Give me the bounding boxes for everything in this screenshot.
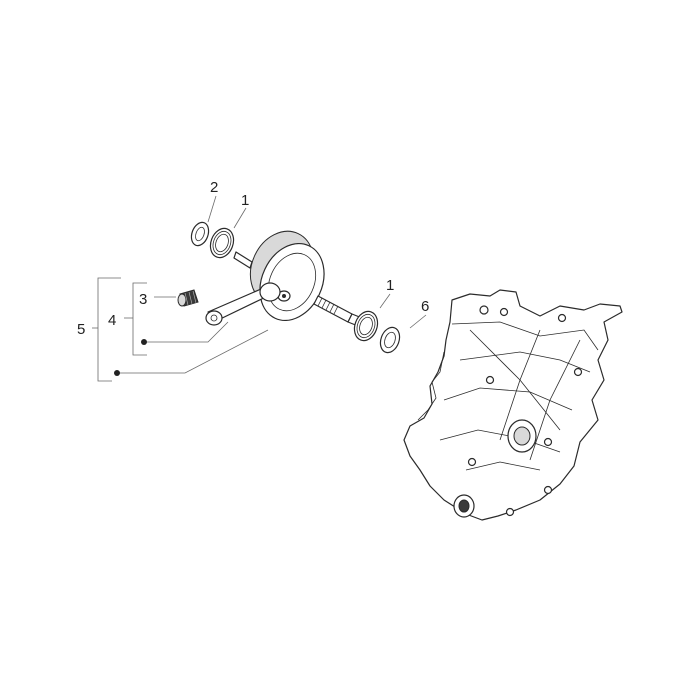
callout-2: 2 [210,179,218,196]
dot-marker-5 [114,370,120,376]
dot-marker-4 [141,339,147,345]
bearing-top [209,227,235,259]
callout-3: 3 [139,291,147,308]
callout-4: 4 [108,312,116,329]
callout-6: 6 [421,298,429,315]
needle-bearing [177,289,199,307]
callout-1-top: 1 [241,192,249,209]
oil-seal-top [190,221,210,247]
crankcase-housing [403,289,623,521]
crankshaft [233,230,363,327]
callout-1-right: 1 [386,277,394,294]
oil-seal-right [379,326,401,354]
bearing-right [353,310,379,342]
callout-5: 5 [77,321,85,338]
leader-lines [92,195,427,382]
connecting-rod [205,282,281,326]
